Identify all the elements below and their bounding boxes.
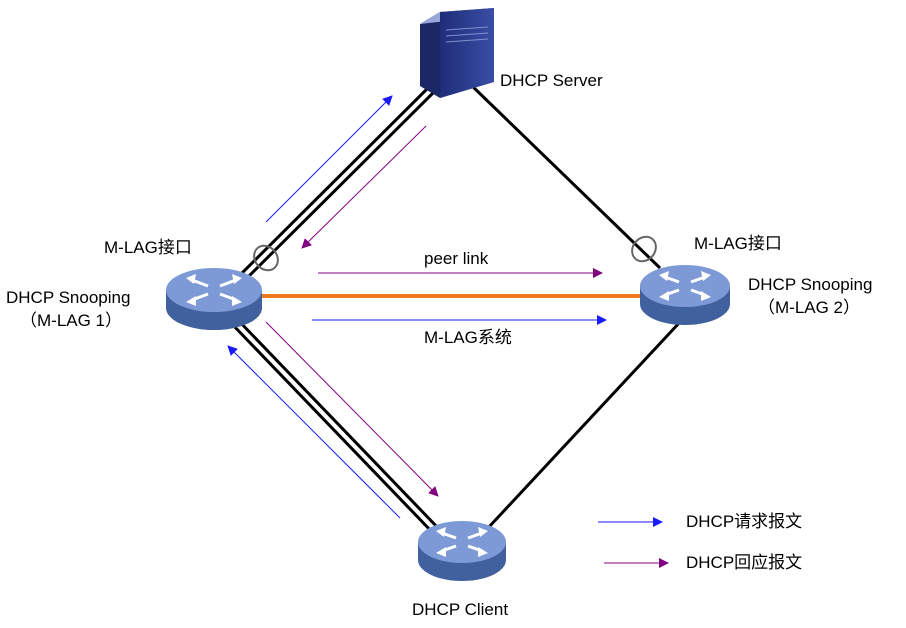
link-mlag2-client — [486, 320, 682, 530]
mlag2-label-line2: （M-LAG 2） — [758, 298, 861, 317]
mlag-interface-right-icon — [631, 235, 657, 263]
link-server-mlag2 — [468, 82, 662, 270]
mlag-system-label: M-LAG系统 — [424, 328, 512, 347]
legend-response-label: DHCP回应报文 — [686, 553, 803, 572]
response-arrow-to-client — [265, 321, 439, 497]
client-label: DHCP Client — [412, 600, 509, 619]
response-arrow-to-mlag1 — [301, 125, 427, 249]
switch-client-icon — [418, 521, 506, 581]
request-arrow-to-server — [265, 95, 393, 223]
switch-mlag1-icon — [166, 268, 262, 330]
switch-mlag2-icon — [640, 265, 730, 325]
legend-request-label: DHCP请求报文 — [686, 512, 803, 531]
mlag1-label-line2: （M-LAG 1） — [20, 311, 123, 330]
request-arrow-to-mlag1 — [227, 345, 401, 519]
mlag2-label-line1: DHCP Snooping — [748, 275, 873, 294]
mlag1-label-line1: DHCP Snooping — [6, 288, 131, 307]
link-server-mlag1 — [235, 84, 438, 284]
server-icon — [420, 8, 494, 98]
mlag-interface-left-label: M-LAG接口 — [104, 238, 192, 257]
peer-link-label: peer link — [424, 249, 489, 268]
mlag-interface-right-label: M-LAG接口 — [694, 234, 782, 253]
link-mlag1-client — [228, 316, 442, 536]
server-label: DHCP Server — [500, 71, 603, 90]
mlag-interface-left-icon — [253, 244, 279, 272]
